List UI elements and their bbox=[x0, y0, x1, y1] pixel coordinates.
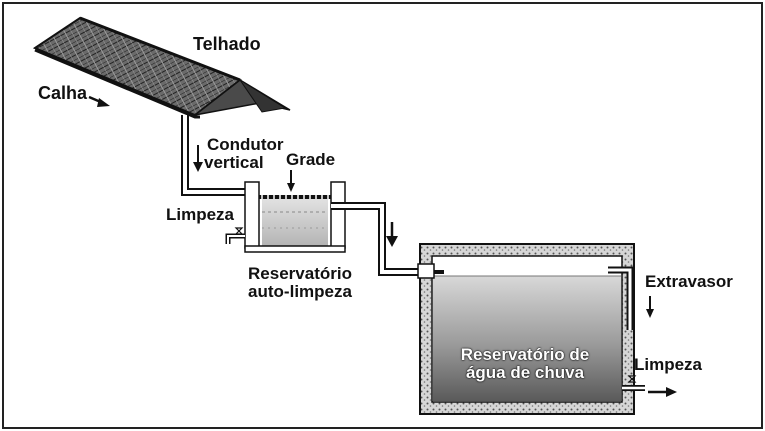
label-calha: Calha bbox=[38, 83, 88, 103]
label-condutor: Condutor bbox=[207, 135, 284, 154]
label-limpeza-reservatorio: Limpeza bbox=[634, 355, 703, 374]
label-reservatorio-chuva-line2: água de chuva bbox=[465, 363, 585, 382]
label-vertical: vertical bbox=[204, 153, 264, 172]
label-extravasor: Extravasor bbox=[645, 272, 733, 291]
small-reservoir-drain bbox=[225, 227, 245, 244]
label-reservatorio-auto-limpeza: Reservatório auto-limpeza bbox=[238, 265, 362, 301]
roof-illustration bbox=[32, 16, 291, 117]
rainwater-reservoir bbox=[419, 243, 635, 415]
reservoir-inlet bbox=[417, 263, 444, 279]
label-limpeza-auto: Limpeza bbox=[166, 205, 235, 224]
self-cleaning-reservoir bbox=[244, 181, 346, 253]
label-grade: Grade bbox=[286, 150, 336, 169]
label-reservatorio-auto-line2: auto-limpeza bbox=[248, 282, 352, 301]
label-reservatorio-agua-chuva: Reservatório de água de chuva bbox=[440, 346, 610, 382]
label-telhado: Telhado bbox=[193, 34, 261, 54]
grate bbox=[259, 195, 331, 199]
label-reservatorio-auto-line1: Reservatório bbox=[248, 264, 352, 283]
connecting-pipe bbox=[331, 202, 440, 276]
flow-arrow-icon bbox=[386, 222, 398, 247]
flow-arrow-icon bbox=[193, 145, 203, 172]
overflow-pipe bbox=[608, 266, 654, 330]
vertical-conductor-pipe bbox=[181, 115, 245, 196]
label-reservatorio-chuva-line1: Reservatório de bbox=[460, 345, 590, 364]
flow-arrow-icon bbox=[88, 95, 110, 107]
main-reservoir-drain bbox=[622, 375, 677, 397]
gutter bbox=[34, 48, 200, 119]
flow-arrow-icon bbox=[287, 170, 295, 192]
